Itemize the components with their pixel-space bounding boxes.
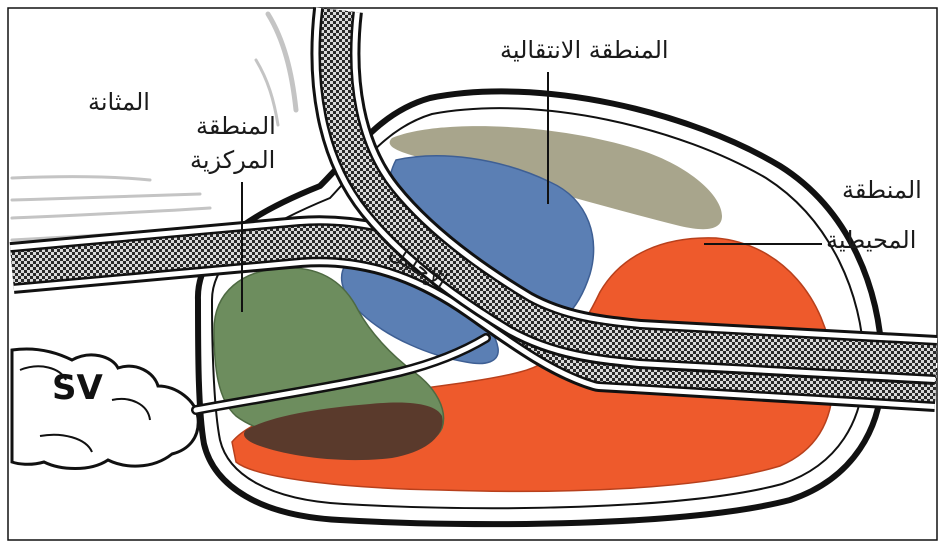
seminal-vesicle xyxy=(10,347,200,470)
peripheral-zone-label-line1: المنطقة xyxy=(842,176,922,204)
central-zone-label-line2: المركزية xyxy=(190,146,276,174)
sv-fold-2 xyxy=(111,398,151,421)
seminal-vesicle-label: SV xyxy=(52,368,103,408)
ejaculatory-duct-lumen xyxy=(193,335,489,413)
sv-fold-3 xyxy=(39,433,93,453)
fibromuscular-stroma xyxy=(389,126,722,230)
overlap-zone xyxy=(243,402,443,461)
urethra-vertical xyxy=(310,7,938,385)
sv-fold-1 xyxy=(19,365,67,381)
transition-zone-label: المنطقة الانتقالية xyxy=(500,36,669,64)
peripheral-zone-label-line2: المحيطية xyxy=(826,226,917,254)
bladder-label: المثانة xyxy=(88,88,150,116)
central-zone-label-line1: المنطقة xyxy=(196,112,276,140)
